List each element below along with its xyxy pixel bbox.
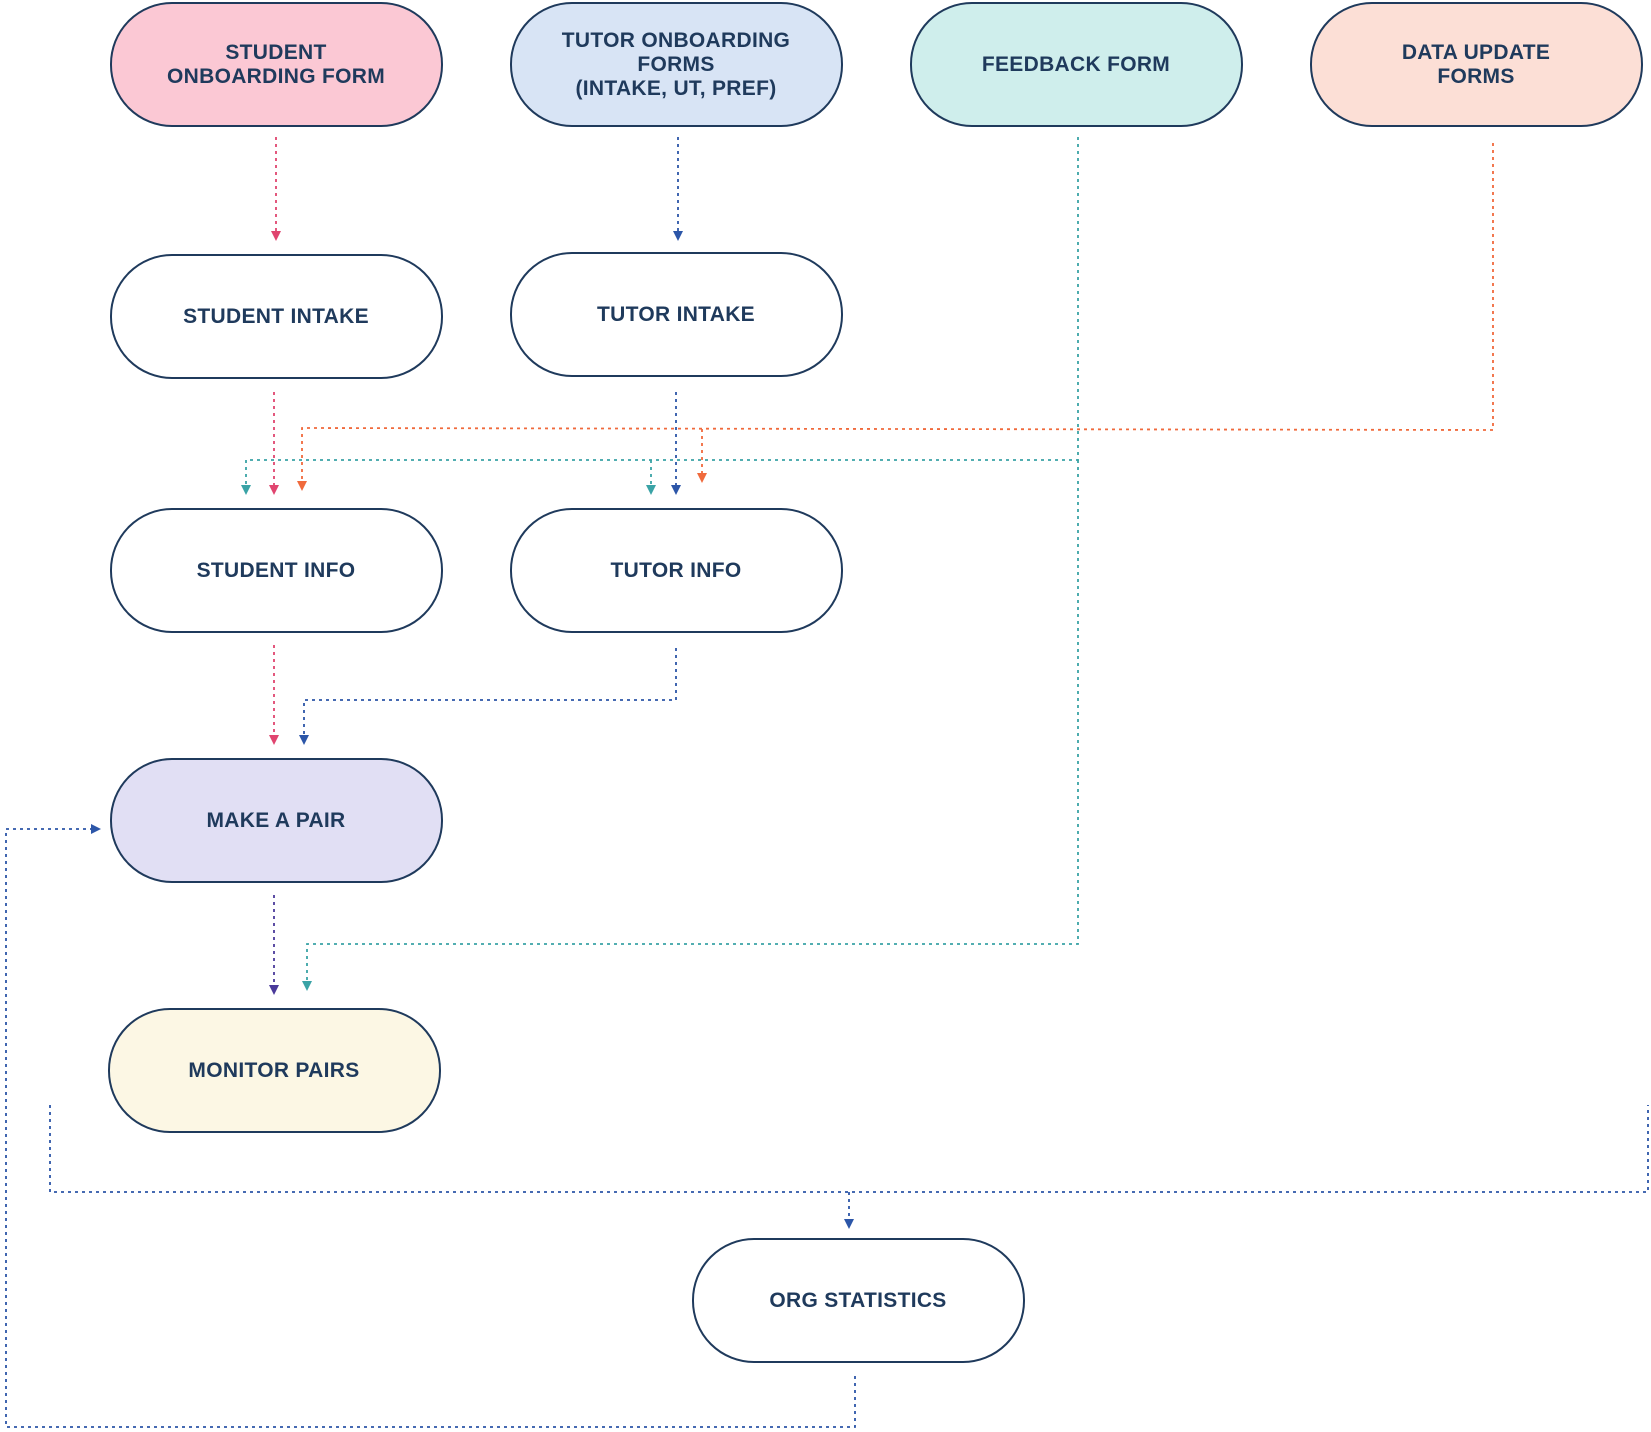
node-org-statistics: ORG STATISTICS	[692, 1238, 1025, 1363]
node-label-line: TUTOR ONBOARDING	[562, 29, 790, 52]
svg-text:MONITOR PAIRS: MONITOR PAIRS	[188, 1059, 359, 1082]
node-label-line: TUTOR INTAKE	[597, 303, 755, 326]
node-label-line: FEEDBACK FORM	[982, 53, 1170, 76]
edges	[5, 137, 1649, 1428]
edge-tutor-info-to-pair	[299, 648, 677, 745]
node-label-line: FORMS	[637, 53, 714, 76]
svg-text:TUTOR INTAKE: TUTOR INTAKE	[597, 303, 755, 326]
node-feedback-form: FEEDBACK FORM	[910, 2, 1243, 127]
node-label-line: (INTAKE, UT, PREF)	[575, 77, 776, 100]
edge-sources-to-org-statistics	[49, 1105, 1649, 1193]
node-label-line: DATA UPDATE	[1402, 41, 1550, 64]
node-label-line: STUDENT INTAKE	[183, 305, 369, 328]
node-label-line: STUDENT	[225, 41, 326, 64]
edge-data-update-to-student-info	[297, 143, 1494, 491]
edge-feedback-to-student-info	[241, 137, 1079, 495]
svg-text:TUTOR INFO: TUTOR INFO	[611, 559, 742, 582]
svg-text:ORG STATISTICS: ORG STATISTICS	[769, 1289, 946, 1312]
node-label-line: FORMS	[1437, 65, 1514, 88]
node-label-line: STUDENT INFO	[197, 559, 356, 582]
node-student-info: STUDENT INFO	[110, 508, 443, 633]
node-label-line: MAKE A PAIR	[206, 809, 345, 832]
edge-org-statistics-to-pair	[5, 824, 856, 1428]
node-label-line: ONBOARDING FORM	[167, 65, 385, 88]
node-label-line: TUTOR INFO	[611, 559, 742, 582]
node-label-line: ORG STATISTICS	[769, 1289, 946, 1312]
svg-text:FEEDBACK FORM: FEEDBACK FORM	[982, 53, 1170, 76]
svg-text:STUDENT INFO: STUDENT INFO	[197, 559, 356, 582]
edge-feedback-to-monitor	[302, 460, 1079, 991]
node-make-a-pair: MAKE A PAIR	[110, 758, 443, 883]
svg-text:STUDENT INTAKE: STUDENT INTAKE	[183, 305, 369, 328]
node-student-intake: STUDENT INTAKE	[110, 254, 443, 379]
svg-text:MAKE A PAIR: MAKE A PAIR	[206, 809, 345, 832]
node-tutor-info: TUTOR INFO	[510, 508, 843, 633]
node-monitor-pairs: MONITOR PAIRS	[108, 1008, 441, 1133]
node-label-line: MONITOR PAIRS	[188, 1059, 359, 1082]
node-tutor-intake: TUTOR INTAKE	[510, 252, 843, 377]
